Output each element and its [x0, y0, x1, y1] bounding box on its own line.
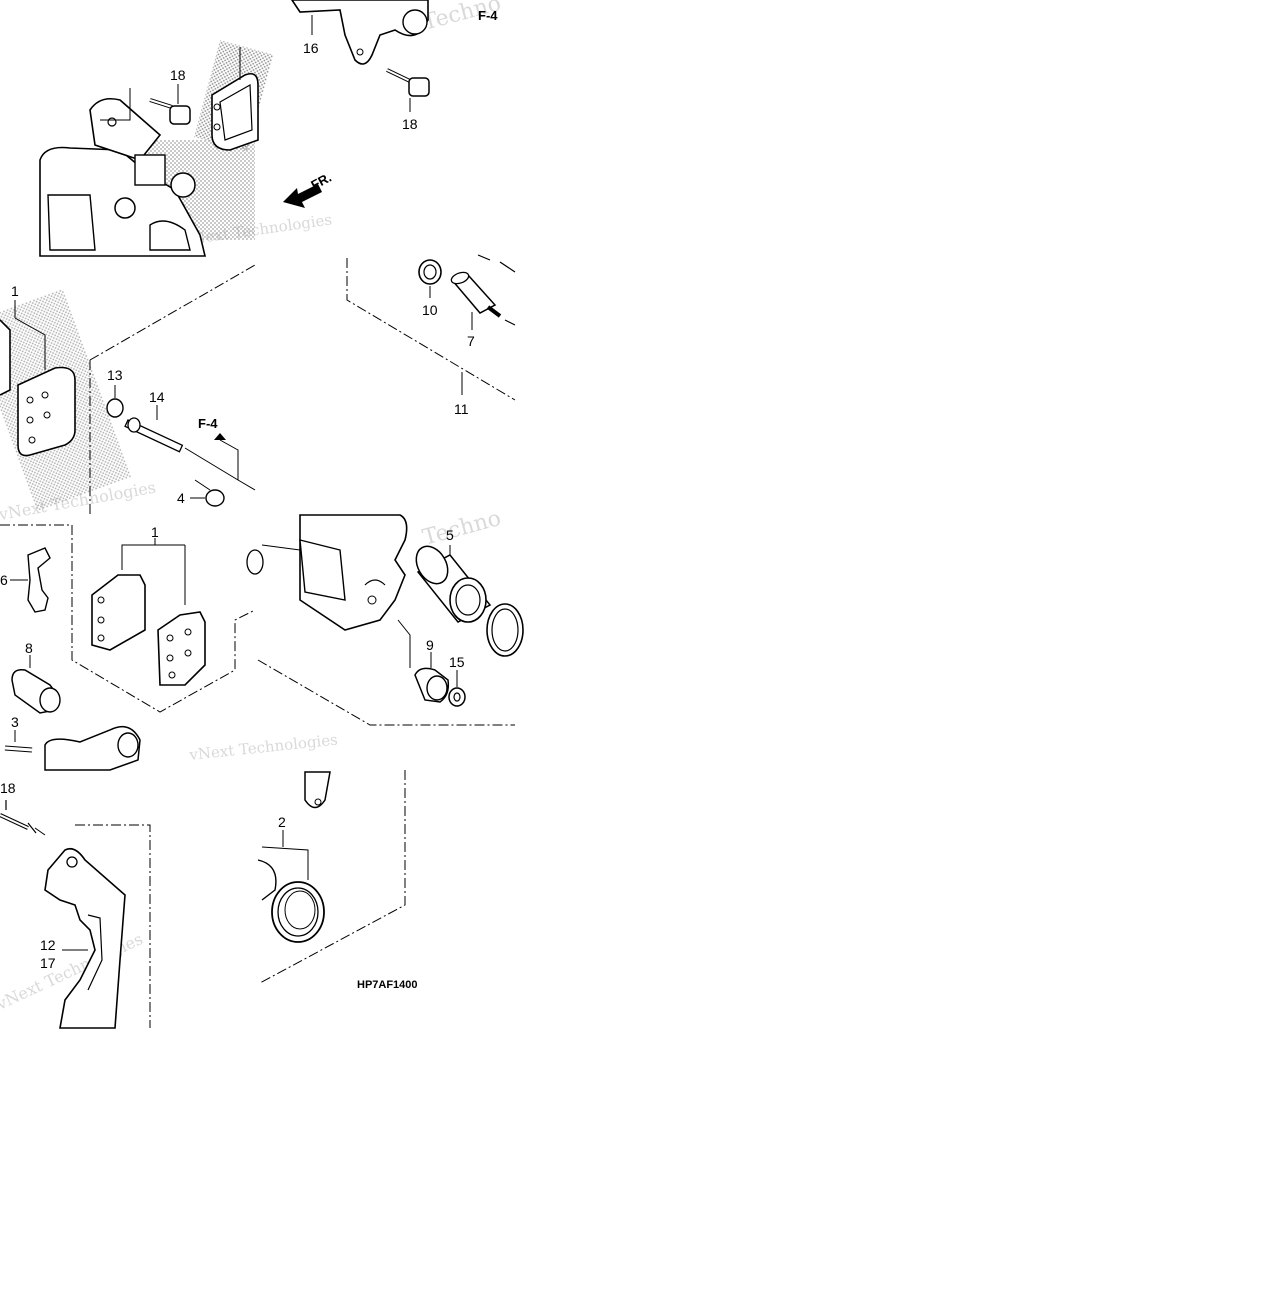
callout-8: 8: [25, 640, 33, 656]
section-ref-f4: F-4: [198, 416, 218, 431]
callout-11: 11: [454, 401, 469, 417]
callout-9: 9: [426, 637, 434, 653]
callout-18: 18: [170, 67, 186, 83]
tile-slide-pin-parts: [346, 254, 516, 401]
callout-18: 18: [0, 780, 16, 796]
callout-2: 2: [278, 814, 286, 830]
callout-12: 12: [40, 937, 56, 953]
callout-15: 15: [449, 654, 465, 670]
callout-10: 10: [422, 302, 438, 318]
callout-13: 13: [107, 367, 123, 383]
callout-7: 7: [467, 333, 475, 349]
callout-14: 14: [149, 389, 165, 405]
tile-pad-spring-and-pins: [0, 524, 256, 771]
callout-3: 3: [11, 714, 19, 730]
callout-16: 16: [303, 40, 319, 56]
callout-18: 18: [402, 116, 418, 132]
watermark-text: vNext Technologies: [188, 731, 339, 765]
tile-caliper-piston-parts: [246, 514, 524, 726]
tile-caliper-assembly: [39, 40, 274, 257]
callout-labels: 16 18 18 1 10 7 11 13 14 4 1 6 5 8 9 15 …: [0, 40, 475, 971]
callout-1: 1: [151, 524, 159, 540]
callout-17: 17: [40, 955, 56, 971]
callout-4: 4: [177, 490, 185, 506]
tile-piston-seal: HP7AF1400: [257, 770, 418, 991]
tile-caliper-bracket: [0, 800, 151, 1029]
tile-caliper-bracket-top: FR. F-4: [283, 0, 498, 208]
callout-6: 6: [0, 572, 8, 588]
section-ref-f4: F-4: [478, 8, 498, 23]
watermark-text: Techno: [420, 506, 504, 551]
callout-1: 1: [11, 283, 19, 299]
tile-brake-pads-left: F-4: [0, 264, 256, 515]
callout-5: 5: [446, 527, 454, 543]
diagram-code: HP7AF1400: [357, 979, 418, 991]
